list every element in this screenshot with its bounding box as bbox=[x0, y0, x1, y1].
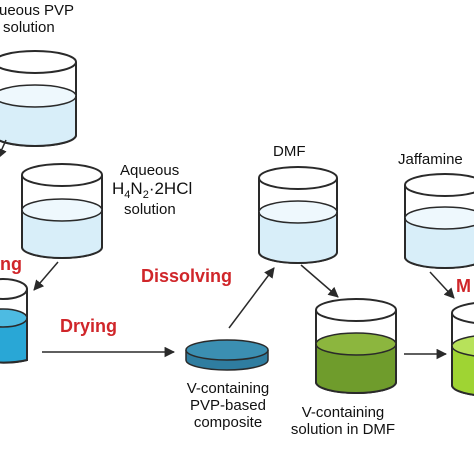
step-dissolving: Dissolving bbox=[141, 266, 233, 286]
beaker-dmf bbox=[258, 166, 338, 264]
v-solution-label: V-containing solution in DMF bbox=[280, 404, 406, 438]
formula-rest: ·2HCl bbox=[148, 179, 193, 198]
step-right-partial: M bbox=[456, 276, 471, 296]
beaker-hydrazine-solution bbox=[21, 163, 103, 259]
arrow-hydrazine-to-mix bbox=[33, 261, 59, 291]
hydrazine-label-line3: solution bbox=[124, 201, 176, 218]
composite-label-line3: composite bbox=[193, 414, 263, 431]
composite-label: V-containing PVP-based composite bbox=[172, 380, 284, 431]
arrow-dissolving bbox=[228, 267, 275, 329]
arrow-jeffamine-down bbox=[429, 271, 455, 299]
step-left-partial: ng bbox=[0, 254, 22, 274]
formula-sub-2: 2 bbox=[142, 189, 149, 201]
pvp-label-line1: ueous PVP bbox=[0, 2, 75, 19]
beaker-jeffamine bbox=[404, 173, 474, 269]
formula-n: N bbox=[130, 179, 143, 198]
dmf-label: DMF bbox=[273, 143, 306, 160]
pvp-solution-label: ueous PVP solution bbox=[0, 2, 74, 36]
hydrazine-label-line1: Aqueous bbox=[120, 162, 180, 179]
arrow-pvp-down bbox=[0, 139, 7, 159]
v-solution-label-line2: solution in DMF bbox=[290, 421, 396, 438]
composite-disc bbox=[185, 339, 269, 371]
composite-label-line1: V-containing bbox=[186, 380, 270, 397]
step-drying: Drying bbox=[60, 316, 118, 336]
formula-sub-4: 4 bbox=[124, 189, 131, 201]
arrow-dmf-to-solution bbox=[300, 264, 339, 298]
hydrazine-solution-label: Aqueous H4N2·2HCl solution bbox=[112, 162, 192, 218]
formula-h: H bbox=[112, 179, 125, 198]
beaker-v-solution-dmf bbox=[315, 298, 397, 394]
v-solution-label-line1: V-containing bbox=[301, 404, 385, 421]
beaker-mixed-solution bbox=[0, 278, 28, 364]
jeffamine-label: Jaffamine bbox=[398, 151, 463, 168]
beaker-pvp-solution bbox=[0, 50, 77, 147]
pvp-label-line2: solution bbox=[3, 19, 55, 36]
beaker-final-mixture bbox=[451, 302, 474, 396]
composite-label-line2: PVP-based bbox=[190, 397, 266, 414]
hydrazine-formula: H4N2·2HCl bbox=[112, 179, 192, 201]
